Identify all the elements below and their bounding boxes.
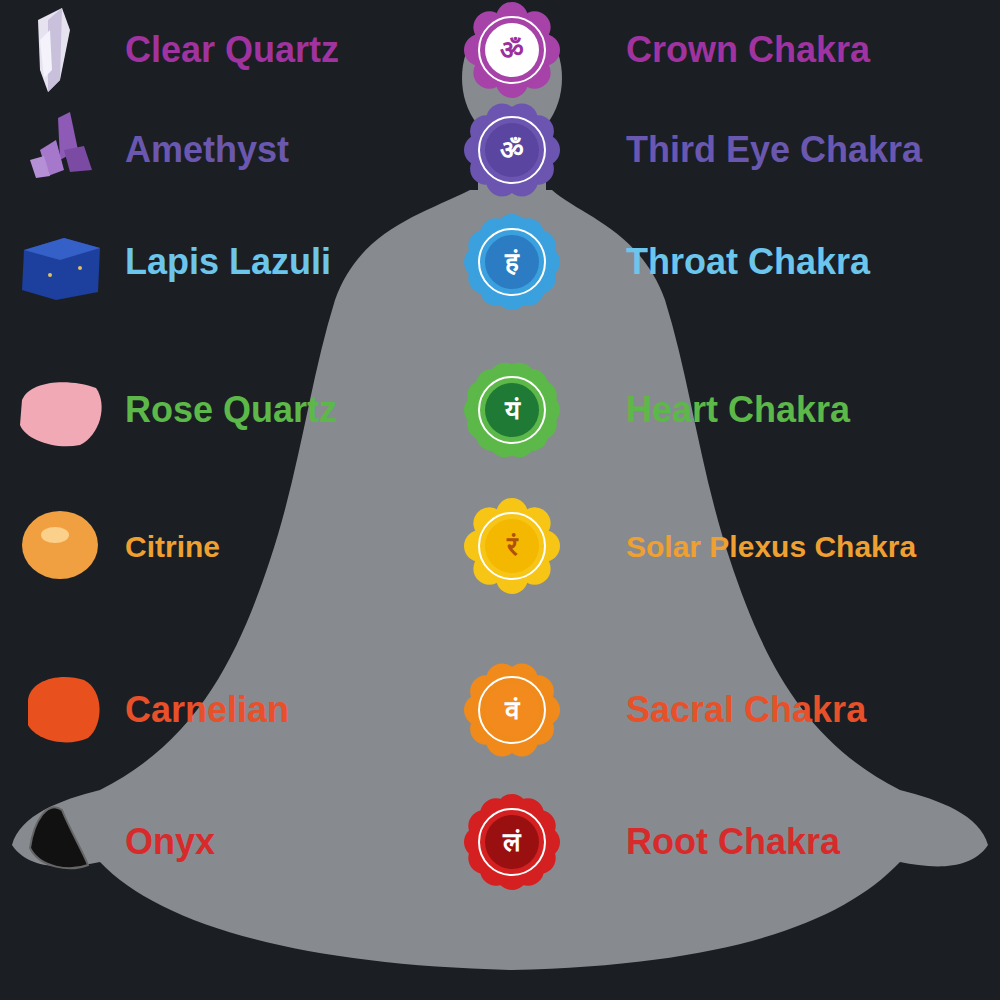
- lotus-ring: [479, 677, 545, 743]
- lotus-centre: [485, 235, 539, 289]
- chakra-lotus: [464, 104, 560, 197]
- chakra-lotus: [464, 214, 560, 310]
- crystal-name: Carnelian: [125, 690, 289, 730]
- chakra-lotus: [464, 2, 560, 98]
- lotus-disc: [474, 508, 550, 584]
- lotus-disc: [474, 672, 550, 748]
- crystal-name: Lapis Lazuli: [125, 242, 331, 282]
- meditating-silhouette: [12, 14, 988, 970]
- chakra-name: Throat Chakra: [626, 242, 870, 282]
- lotus-centre: [485, 383, 539, 437]
- lotus-disc: [474, 372, 550, 448]
- lotus-centre: [485, 815, 539, 869]
- citrine-highlight: [41, 527, 69, 543]
- lotus-ring: [479, 229, 545, 295]
- chakra-name: Sacral Chakra: [626, 690, 866, 730]
- chakra-name: Heart Chakra: [626, 390, 850, 430]
- lotus-ring: [479, 809, 545, 875]
- crystal-name: Citrine: [125, 530, 220, 563]
- chakra-name: Third Eye Chakra: [626, 130, 922, 170]
- chakra-syllable: यं: [505, 397, 520, 423]
- carnelian-picture: [28, 677, 100, 743]
- chakra-lotus: [464, 664, 560, 757]
- onyx-picture: [30, 807, 88, 868]
- lotus-centre: [485, 123, 539, 177]
- amethyst-picture: [30, 112, 92, 178]
- chakra-name: Root Chakra: [626, 822, 840, 862]
- chakra-name: Crown Chakra: [626, 30, 870, 70]
- citrine-picture: [22, 511, 98, 579]
- lotus-ring: [479, 117, 545, 183]
- lotus-disc: [474, 112, 550, 188]
- clear-quartz-picture: [38, 8, 70, 92]
- chakra-syllable: ॐ: [500, 137, 524, 163]
- rose-quartz-picture: [20, 382, 102, 446]
- chakra-lotus: [464, 363, 560, 457]
- crystal-name: Amethyst: [125, 130, 289, 170]
- lotus-ring: [479, 377, 545, 443]
- crystal-pictures: [20, 8, 102, 868]
- chakra-lotus: [464, 794, 560, 890]
- lotus-centre: [485, 519, 539, 573]
- crystal-name: Onyx: [125, 822, 215, 862]
- chakra-syllable: वं: [505, 697, 519, 723]
- crystal-name: Clear Quartz: [125, 30, 339, 70]
- lotus-disc: [474, 224, 550, 300]
- chakra-name: Solar Plexus Chakra: [626, 530, 916, 563]
- lotus-ring: [479, 513, 545, 579]
- crystal-name: Rose Quartz: [125, 390, 337, 430]
- chakra-syllable: लं: [503, 829, 521, 855]
- chakra-syllable: ॐ: [500, 37, 524, 63]
- chakra-lotus: [464, 498, 560, 594]
- lapis-lazuli-picture: [22, 238, 100, 300]
- lotus-centre: [485, 23, 539, 77]
- lotus-disc: [474, 804, 550, 880]
- chakra-syllable: रं: [507, 533, 518, 559]
- lotus-ring: [479, 17, 545, 83]
- chakra-syllable: हं: [505, 249, 519, 275]
- lotus-disc: [474, 12, 550, 88]
- lotus-centre: [485, 683, 539, 737]
- chakra-symbols: [464, 2, 560, 890]
